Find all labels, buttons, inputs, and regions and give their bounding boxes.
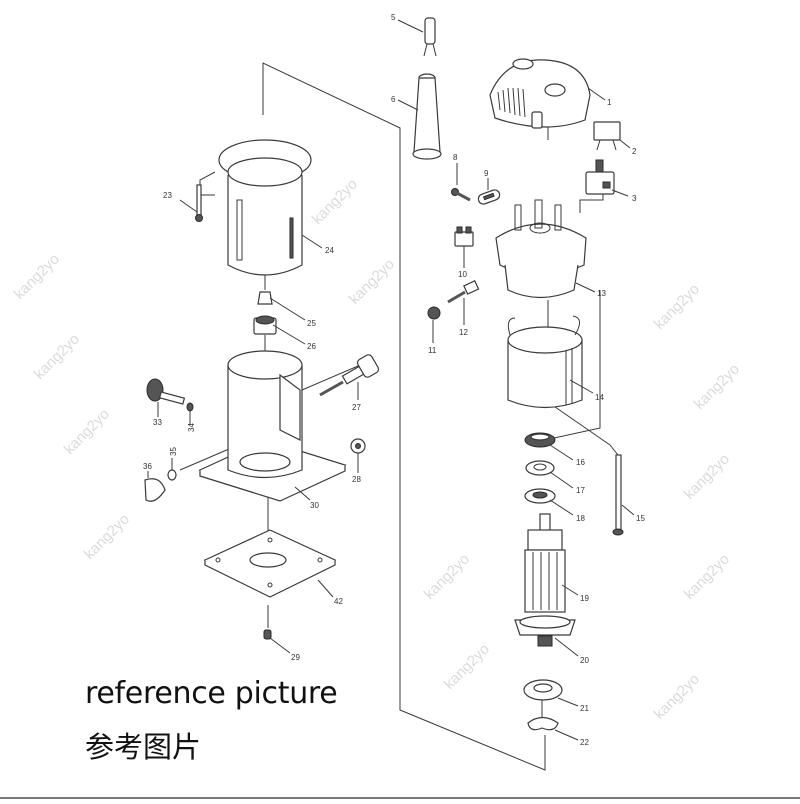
callout-10: 10 [458, 270, 467, 279]
watermark: kang2yo [441, 641, 493, 693]
callout-29: 29 [291, 653, 300, 662]
callout-28: 28 [352, 475, 361, 484]
caption-chinese: 参考图片 [85, 730, 202, 764]
watermark: kang2yo [61, 406, 113, 458]
callout-27: 27 [352, 403, 361, 412]
callout-25: 25 [307, 319, 316, 328]
part-22-bearing-retainer-plate[interactable] [527, 716, 559, 731]
part-19-armature[interactable] [524, 513, 566, 613]
callout-11: 11 [428, 346, 437, 355]
part-42-sub-base[interactable] [203, 529, 337, 598]
part-34-washer[interactable] [186, 402, 194, 412]
part-21-ball-bearing[interactable] [523, 679, 563, 701]
part-17-ball-bearing[interactable] [525, 460, 555, 476]
part-29-screw[interactable] [263, 629, 272, 640]
part-24-motor-housing[interactable] [218, 139, 312, 276]
part-11-brush-cap[interactable] [427, 306, 441, 320]
bottom-divider [0, 797, 800, 799]
watermark: kang2yo [421, 551, 473, 603]
watermark: kang2yo [651, 671, 703, 723]
part-27-adjusting-knob[interactable] [319, 353, 380, 397]
callout-33: 33 [153, 418, 162, 427]
callout-1: 1 [607, 98, 612, 107]
part-28-nut[interactable] [350, 438, 366, 454]
part-33-clamp-knob[interactable] [146, 378, 186, 405]
part-14-stator[interactable] [507, 315, 583, 409]
watermark: kang2yo [11, 251, 63, 303]
part-3-switch[interactable] [585, 159, 615, 195]
callout-35: 35 [169, 447, 178, 456]
callout-23: 23 [163, 191, 172, 200]
part-1-motor-cap[interactable] [489, 58, 591, 129]
callout-15: 15 [636, 514, 645, 523]
callout-26: 26 [307, 342, 316, 351]
callout-18: 18 [576, 514, 585, 523]
callout-14: 14 [595, 393, 604, 402]
part-20-fan[interactable] [514, 615, 576, 647]
watermark: kang2yo [31, 331, 83, 383]
part-25-collet-cone[interactable] [257, 291, 273, 305]
part-12-carbon-brush[interactable] [447, 280, 480, 304]
callout-6: 6 [391, 95, 396, 104]
callout-30: 30 [310, 501, 319, 510]
caption-english: reference picture [85, 676, 338, 711]
callout-9: 9 [484, 169, 489, 178]
part-15-long-screw[interactable] [612, 454, 624, 536]
watermarks: kang2yo kang2yo kang2yo kang2yo kang2yo … [11, 176, 743, 723]
part-5-lead-wire[interactable] [423, 17, 437, 57]
part-10-terminal-block[interactable] [454, 226, 474, 247]
callout-34: 34 [187, 423, 196, 432]
part-9-cord-clamp[interactable] [477, 189, 501, 206]
callout-5: 5 [391, 13, 396, 22]
callout-2: 2 [632, 147, 637, 156]
part-36-lever[interactable] [144, 478, 166, 502]
callout-19: 19 [580, 594, 589, 603]
watermark: kang2yo [81, 511, 133, 563]
callout-36: 36 [143, 462, 152, 471]
callout-42: 42 [334, 597, 343, 606]
part-30-base[interactable] [198, 350, 347, 502]
callout-labels: 5 6 1 2 3 8 9 10 11 12 13 14 15 16 17 18… [143, 13, 645, 747]
watermark: kang2yo [691, 361, 743, 413]
watermark: kang2yo [651, 281, 703, 333]
watermark: kang2yo [681, 551, 733, 603]
callout-22: 22 [580, 738, 589, 747]
callout-3: 3 [632, 194, 637, 203]
part-16-bearing-retainer[interactable] [524, 432, 556, 448]
part-26-collet-nut[interactable] [253, 315, 277, 335]
part-35-washer[interactable] [167, 469, 177, 481]
watermark: kang2yo [309, 176, 361, 228]
callout-24: 24 [325, 246, 334, 255]
part-8-screw[interactable] [451, 188, 471, 202]
callout-8: 8 [453, 153, 458, 162]
callout-17: 17 [576, 486, 585, 495]
callout-20: 20 [580, 656, 589, 665]
callout-16: 16 [576, 458, 585, 467]
part-6-cord-guard[interactable] [412, 73, 442, 160]
leader-lines [147, 19, 635, 741]
part-13-brush-holder-housing[interactable] [495, 199, 587, 299]
callout-12: 12 [459, 328, 468, 337]
callout-21: 21 [580, 704, 589, 713]
watermark: kang2yo [681, 451, 733, 503]
part-23-screw[interactable] [195, 184, 203, 222]
part-18-ball-bearing[interactable] [524, 488, 556, 504]
watermark: kang2yo [346, 256, 398, 308]
callout-13: 13 [597, 289, 606, 298]
part-2-capacitor[interactable] [593, 121, 621, 151]
